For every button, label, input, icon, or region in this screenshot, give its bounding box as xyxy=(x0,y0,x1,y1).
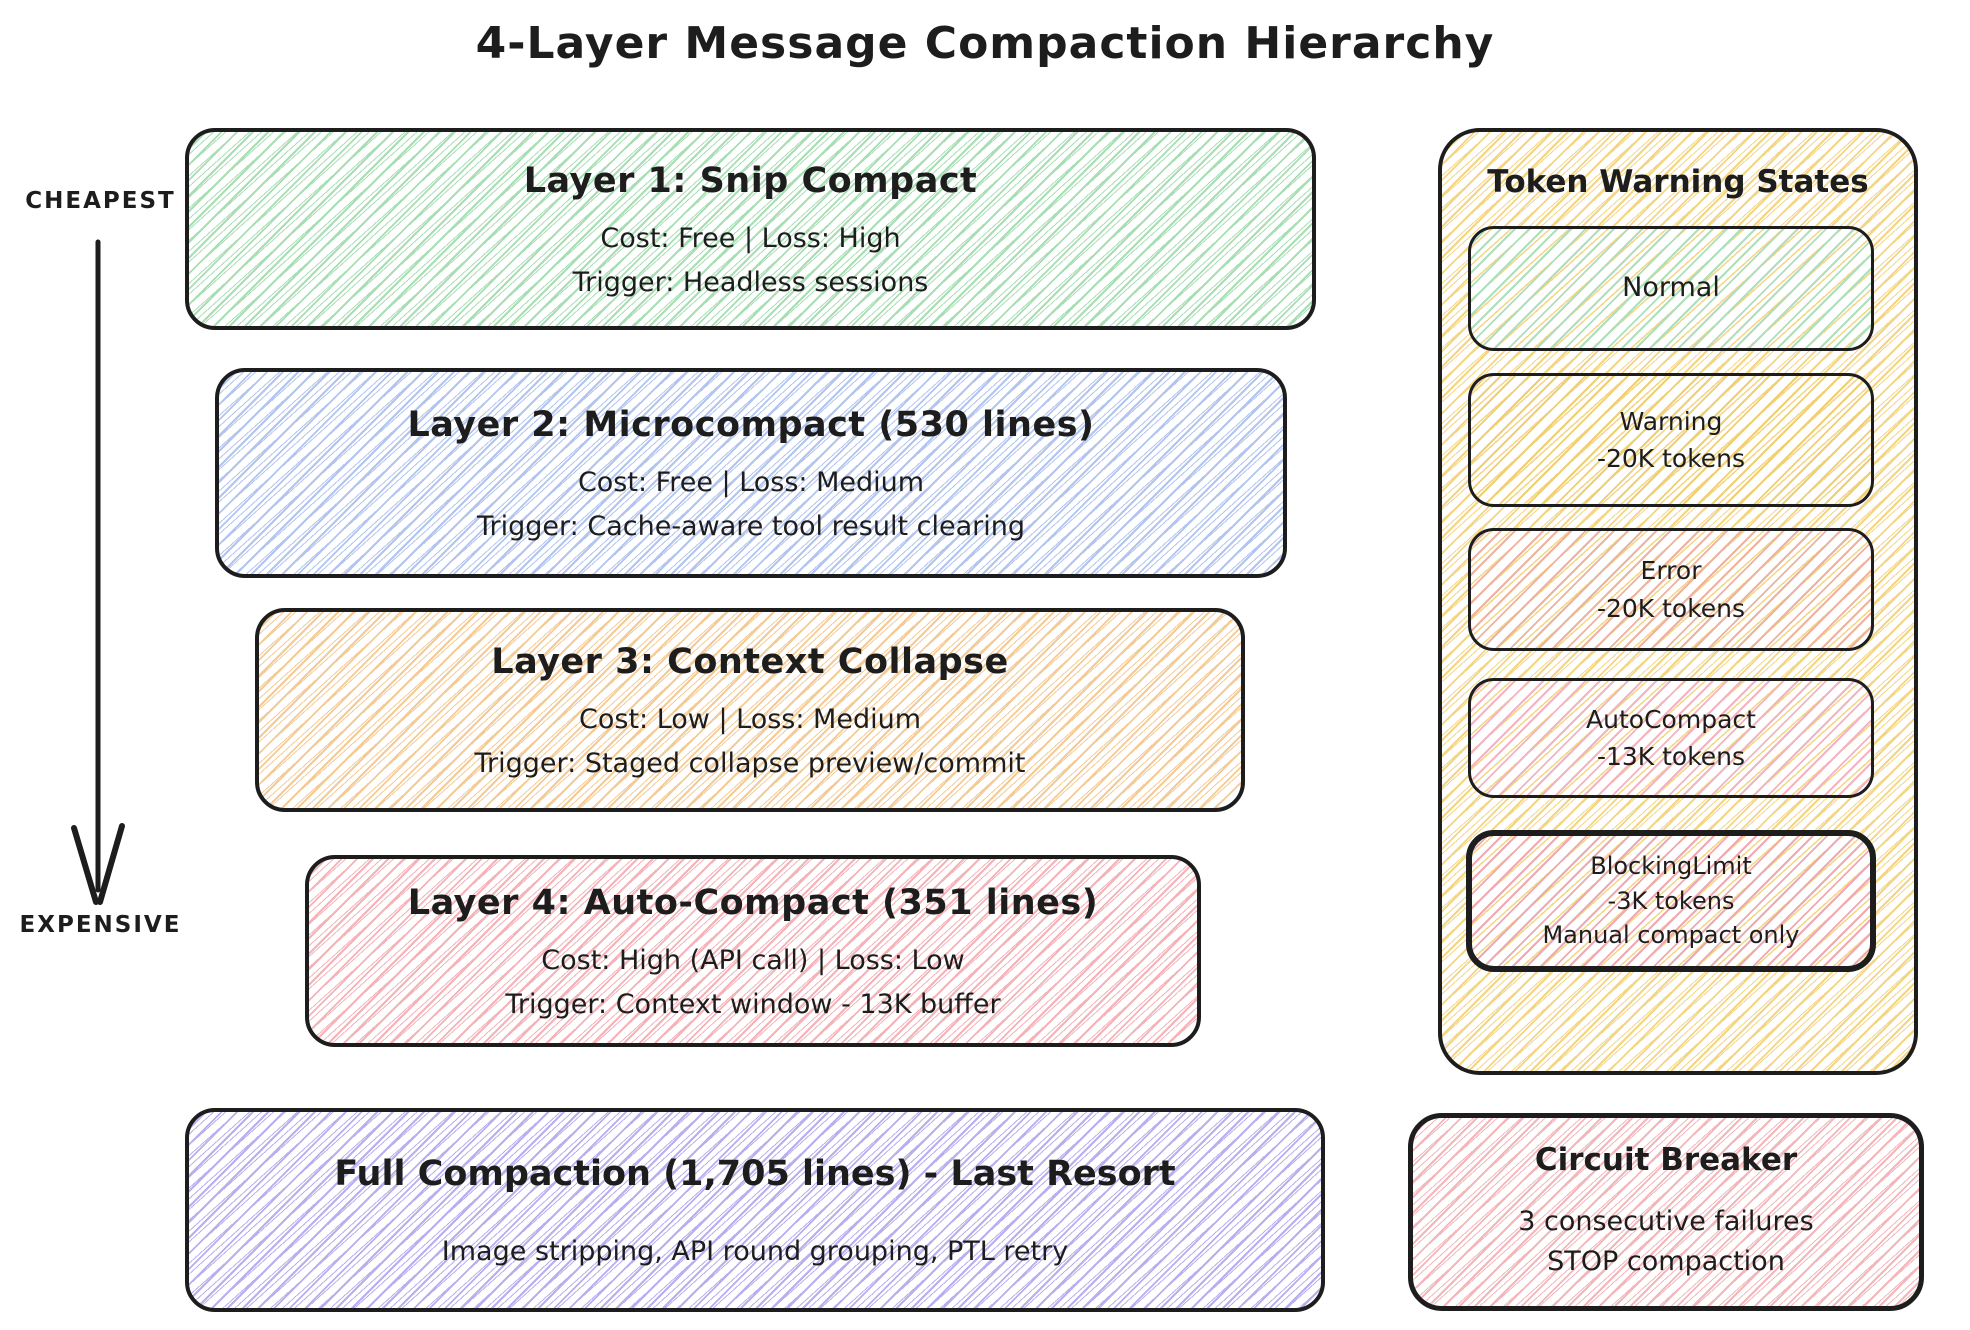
layer-1-trigger: Trigger: Headless sessions xyxy=(572,266,929,298)
token-warning-states-title: Token Warning States xyxy=(1487,164,1869,200)
full-compaction-title: Full Compaction (1,705 lines) - Last Res… xyxy=(334,1153,1176,1194)
cost-axis-arrow-down-icon xyxy=(71,239,125,905)
layer-2-trigger: Trigger: Cache-aware tool result clearin… xyxy=(477,510,1025,542)
state-blockinglimit-label: BlockingLimit xyxy=(1590,851,1752,880)
state-warning-tokens: -20K tokens xyxy=(1596,444,1746,473)
state-blockinglimit-tokens: -3K tokens xyxy=(1607,886,1735,915)
page-title: 4-Layer Message Compaction Hierarchy xyxy=(475,18,1495,69)
layer-4-trigger: Trigger: Context window - 13K buffer xyxy=(505,988,1001,1020)
circuit-breaker-line2: STOP compaction xyxy=(1547,1246,1785,1277)
layer-2-cost: Cost: Free | Loss: Medium xyxy=(577,466,925,498)
layer-1-cost: Cost: Free | Loss: High xyxy=(600,222,901,254)
state-normal-label: Normal xyxy=(1622,272,1720,304)
state-warning-box: Warning -20K tokens xyxy=(1468,373,1874,507)
layer-4-title: Layer 4: Auto-Compact (351 lines) xyxy=(407,882,1099,923)
layer-2-box: Layer 2: Microcompact (530 lines) Cost: … xyxy=(215,368,1287,578)
layer-1-title: Layer 1: Snip Compact xyxy=(523,160,978,201)
layer-1-box: Layer 1: Snip Compact Cost: Free | Loss:… xyxy=(185,128,1316,330)
state-blockinglimit-box: BlockingLimit -3K tokens Manual compact … xyxy=(1466,830,1876,972)
state-autocompact-tokens: -13K tokens xyxy=(1596,742,1746,771)
layer-3-title: Layer 3: Context Collapse xyxy=(491,641,1009,682)
state-normal-box: Normal xyxy=(1468,226,1874,351)
layer-4-box: Layer 4: Auto-Compact (351 lines) Cost: … xyxy=(305,855,1201,1047)
state-warning-label: Warning xyxy=(1619,406,1723,436)
circuit-breaker-details: 3 consecutive failures STOP compaction xyxy=(1518,1202,1813,1283)
state-autocompact-box: AutoCompact -13K tokens xyxy=(1468,678,1874,798)
state-blockinglimit-note: Manual compact only xyxy=(1542,921,1800,950)
full-compaction-subtitle: Image stripping, API round grouping, PTL… xyxy=(441,1235,1069,1267)
layer-3-cost: Cost: Low | Loss: Medium xyxy=(579,703,921,735)
state-error-label: Error xyxy=(1640,556,1702,585)
state-autocompact-label: AutoCompact xyxy=(1586,704,1756,734)
circuit-breaker-title: Circuit Breaker xyxy=(1534,1141,1798,1178)
circuit-breaker-line1: 3 consecutive failures xyxy=(1518,1205,1814,1237)
state-error-tokens: -20K tokens xyxy=(1596,593,1746,623)
cost-axis-expensive-label: EXPENSIVE xyxy=(19,912,182,938)
layer-3-trigger: Trigger: Staged collapse preview/commit xyxy=(474,747,1026,779)
full-compaction-box: Full Compaction (1,705 lines) - Last Res… xyxy=(185,1108,1325,1312)
layer-3-box: Layer 3: Context Collapse Cost: Low | Lo… xyxy=(255,608,1245,812)
state-error-box: Error -20K tokens xyxy=(1468,528,1874,651)
cost-axis-cheapest-label: CHEAPEST xyxy=(25,188,176,214)
layer-2-title: Layer 2: Microcompact (530 lines) xyxy=(407,404,1095,445)
layer-4-cost: Cost: High (API call) | Loss: Low xyxy=(541,944,965,976)
circuit-breaker-box: Circuit Breaker 3 consecutive failures S… xyxy=(1408,1113,1924,1311)
